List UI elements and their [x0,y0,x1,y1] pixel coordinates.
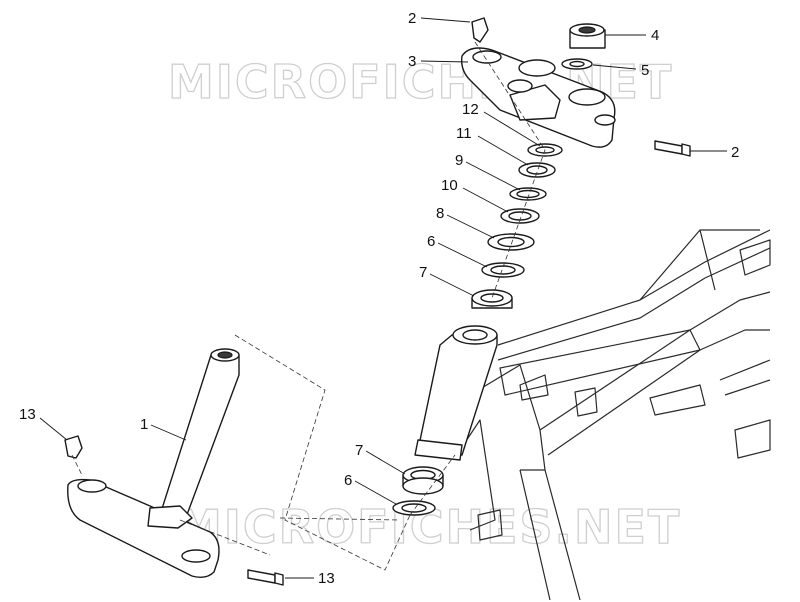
callout-6-bottom: 6 [344,472,352,489]
callout-2-right: 2 [731,144,739,161]
callout-9: 9 [455,152,463,169]
callout-8: 8 [436,205,444,222]
steering-head-tube [414,325,498,461]
upper-bearing [487,233,535,251]
lower-race [402,466,444,495]
callout-10: 10 [441,177,458,194]
crown-bolt-right [654,140,691,157]
callout-13-left: 13 [19,406,36,423]
callout-3: 3 [408,53,416,70]
spacer-ring [509,187,547,201]
callout-2-top: 2 [408,10,416,27]
axis-line-top [474,41,546,299]
upper-seal [481,262,525,278]
crown-bolt-top [471,17,489,43]
callout-12: 12 [462,101,479,118]
callout-1: 1 [140,416,148,433]
callout-7-top: 7 [419,264,427,281]
frame [459,229,771,601]
callout-6-top: 6 [427,233,435,250]
steering-stem [67,348,240,579]
upper-triple-clamp [460,47,616,148]
clamp-bolt-left [64,435,83,459]
ring-nut [527,143,563,157]
callouts: 2 4 3 5 2 12 11 9 10 8 6 7 13 1 7 6 13 [19,10,739,587]
washer [561,58,593,70]
lock-ring [518,162,556,178]
callout-4: 4 [651,27,659,44]
callout-11: 11 [456,125,472,142]
upper-race [471,289,513,309]
callout-13-bottom: 13 [318,570,335,587]
callout-7-bottom: 7 [355,442,363,459]
assembly-outline [179,334,456,571]
callout-5: 5 [641,62,649,79]
lower-seal [392,500,436,516]
axis-line-bottom [71,454,83,476]
clamp-bolt-bottom [247,569,284,586]
upper-bearing-cover [500,208,540,224]
stem-nut [569,23,606,49]
